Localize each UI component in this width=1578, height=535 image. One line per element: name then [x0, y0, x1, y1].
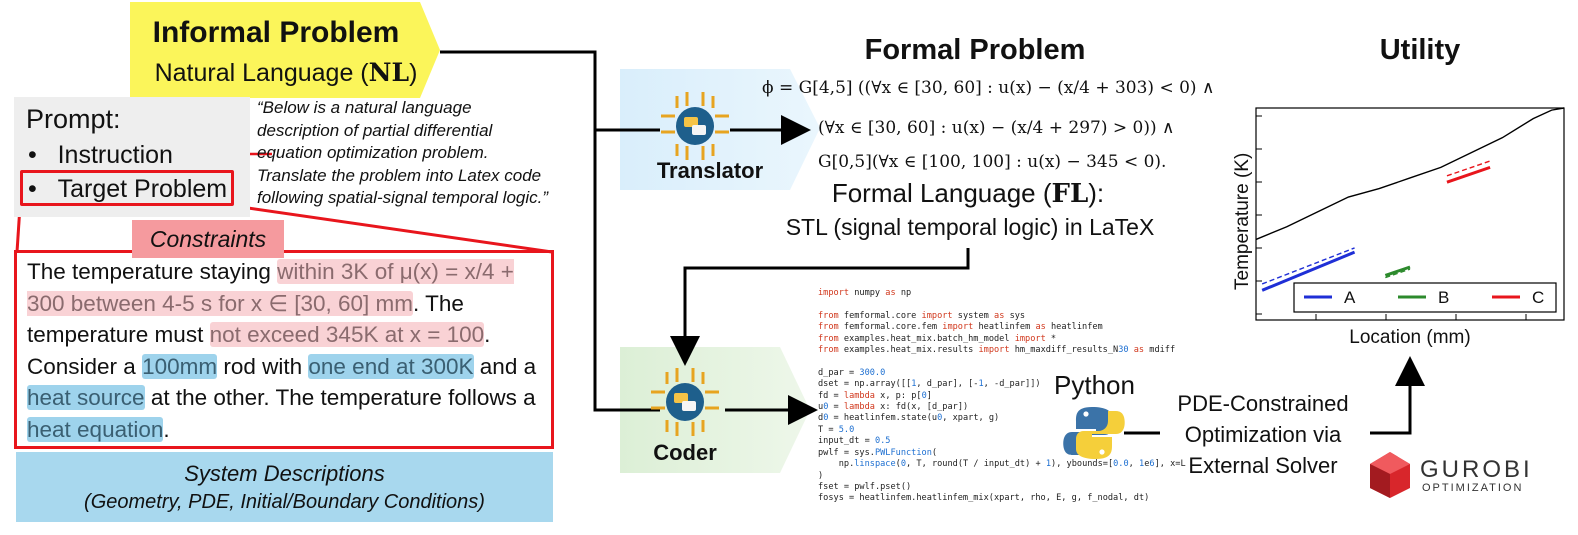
- constraint-segment-B: [1384, 265, 1411, 277]
- code-line: from examples.heat_mix.results import hm…: [818, 345, 1176, 356]
- nl-suffix: ): [409, 59, 418, 87]
- code-line: d_par = 300.0: [818, 367, 886, 378]
- informal-problem-subtitle: Natural Language (NL): [130, 58, 442, 88]
- system-highlight-1: 100mm: [142, 353, 218, 379]
- fl-abbrev: FL: [1051, 179, 1089, 209]
- code-line: d0 = heatlinfem.state(u0, xpart, g): [818, 413, 1000, 424]
- quote-line: Translate the problem into Latex code: [257, 165, 542, 185]
- code-line: from examples.heat_mix.batch_hm_model im…: [818, 333, 1057, 344]
- chart-ylabel: Temperature (K): [1232, 152, 1253, 290]
- quote-line: equation optimization problem.: [257, 143, 489, 162]
- constraint-segment-A: [1261, 250, 1356, 292]
- informal-banner: [130, 2, 440, 98]
- generated-code: import numpy as np from femformal.core i…: [818, 288, 1186, 505]
- system-descriptions-title: System Descriptions: [184, 461, 385, 486]
- coder-robot-icon: [651, 368, 719, 436]
- nl-abbrev: NL: [368, 58, 410, 87]
- quote-line: following spatial-signal temporal logic.…: [257, 188, 549, 207]
- code-line: T = 5.0: [818, 424, 855, 435]
- prompt-item-target-problem: • Target Problem: [28, 175, 228, 203]
- target-problem-text: The temperature staying within 3K of μ(x…: [27, 256, 547, 446]
- legend-label-C: C: [1532, 288, 1544, 307]
- constraint-segment-C: [1446, 165, 1491, 184]
- constraint-highlight-2: not exceed 345K at x = 100: [209, 322, 485, 348]
- gurobi-tagline: OPTIMIZATION: [1422, 482, 1524, 494]
- fl-suffix: ):: [1088, 178, 1105, 208]
- code-line: pwlf = sys.PWLFunction(: [818, 447, 938, 458]
- legend-label-B: B: [1438, 288, 1449, 307]
- pde-line: PDE-Constrained: [1177, 391, 1349, 416]
- prompt-panel: [14, 97, 250, 217]
- code-line: np.linspace(0, T, round(T / input_dt) + …: [838, 459, 1186, 470]
- code-line: from femformal.core.fem import heatlinfe…: [818, 322, 1103, 333]
- gurobi-wordmark: GUROBI: [1420, 456, 1533, 483]
- formula-line-1: ϕ = G[4,5] ((∀x ∈ [30, 60] : u(x) − (x/4…: [762, 78, 1215, 98]
- fl-prefix: Formal Language (: [831, 178, 1052, 208]
- target-to-constraint-right: [233, 204, 553, 254]
- target-problem-highlight: [20, 170, 234, 206]
- target-problem-panel: [14, 250, 554, 449]
- code-line: import numpy as np: [818, 288, 912, 298]
- bound-line-A: [1261, 247, 1355, 285]
- problem-text: . Consider a: [27, 322, 491, 379]
- system-descriptions-detail: (Geometry, PDE, Initial/Boundary Conditi…: [84, 491, 485, 513]
- code-line: u0 = lambda x: fd(x, [d_par]): [818, 402, 969, 413]
- quote-line: “Below is a natural language: [257, 98, 472, 117]
- prompt-title: Prompt:: [26, 104, 121, 134]
- instruction-label: Instruction: [57, 141, 173, 169]
- problem-text: and a: [473, 353, 537, 379]
- code-line: dset = np.array([[1, d_par], [-1, -d_par…: [818, 379, 1041, 390]
- python-logo-icon: [1063, 407, 1125, 459]
- system-highlight-4: heat equation: [27, 416, 164, 442]
- formal-language-label: Formal Language (FL):: [770, 178, 1166, 209]
- chart-xlabel: Location (mm): [1349, 327, 1471, 348]
- legend-label-A: A: [1344, 288, 1356, 307]
- problem-text: .: [163, 416, 170, 442]
- code-line: fset = pwlf.pset(): [818, 481, 912, 492]
- quote-line: description of partial differential: [257, 120, 493, 140]
- code-line: fd = lambda x, p: p[0]: [818, 390, 932, 401]
- pde-line: Optimization via: [1184, 422, 1342, 447]
- utility-title: Utility: [1379, 34, 1461, 66]
- code-line: input_dt = 0.5: [818, 436, 891, 447]
- pde-solver-label: PDE-Constrained Optimization via Externa…: [1158, 388, 1368, 481]
- formula-line-2: (∀x ∈ [30, 60] : u(x) − (x/4 + 297) > 0)…: [818, 118, 1175, 138]
- informal-to-translator-line: [440, 50, 660, 132]
- system-highlight-3: heat source: [27, 385, 145, 411]
- informal-to-coder-line: [593, 130, 660, 412]
- formula-line-3: G[0,5](∀x ∈ [100, 100] : u(x) − 345 < 0)…: [818, 152, 1167, 172]
- python-label: Python: [1054, 370, 1135, 400]
- system-highlight-2: one end at 300K: [308, 353, 474, 379]
- problem-text: . The temperature must: [27, 290, 464, 348]
- informal-problem-title: Informal Problem: [152, 16, 400, 49]
- translator-robot-icon: [661, 92, 729, 160]
- pde-line: External Solver: [1188, 453, 1338, 478]
- code-line: ): [818, 470, 824, 481]
- constraints-tag: Constraints: [132, 220, 284, 258]
- system-descriptions-panel: [16, 452, 553, 522]
- prompt-item-instruction: • Instruction: [28, 141, 173, 169]
- problem-text: at the other. The temperature follows a: [144, 385, 536, 411]
- bound-line-B: [1385, 268, 1411, 279]
- problem-text: rod with: [217, 353, 309, 379]
- translator-panel: [620, 69, 820, 190]
- formal-to-coder-arrow: [670, 248, 970, 366]
- translator-label: Translator: [656, 158, 764, 183]
- nl-prefix: Natural Language (: [154, 59, 369, 87]
- code-line: from femformal.core import system as sys: [818, 310, 1026, 321]
- problem-text: The temperature staying: [27, 259, 278, 284]
- formal-problem-title: Formal Problem: [864, 34, 1086, 66]
- instruction-quote: “Below is a natural language description…: [257, 97, 587, 210]
- target-problem-label: Target Problem: [57, 175, 228, 203]
- code-line: fosys = heatlinfem.heatlinfem_mix(xpart,…: [818, 493, 1150, 504]
- coder-label: Coder: [653, 440, 717, 465]
- formal-language-detail: STL (signal temporal logic) in LaTeX: [785, 214, 1155, 240]
- temperature-curve: [1255, 107, 1565, 241]
- gurobi-logo-icon: [1370, 452, 1410, 498]
- solver-to-utility-arrow: [1370, 356, 1425, 435]
